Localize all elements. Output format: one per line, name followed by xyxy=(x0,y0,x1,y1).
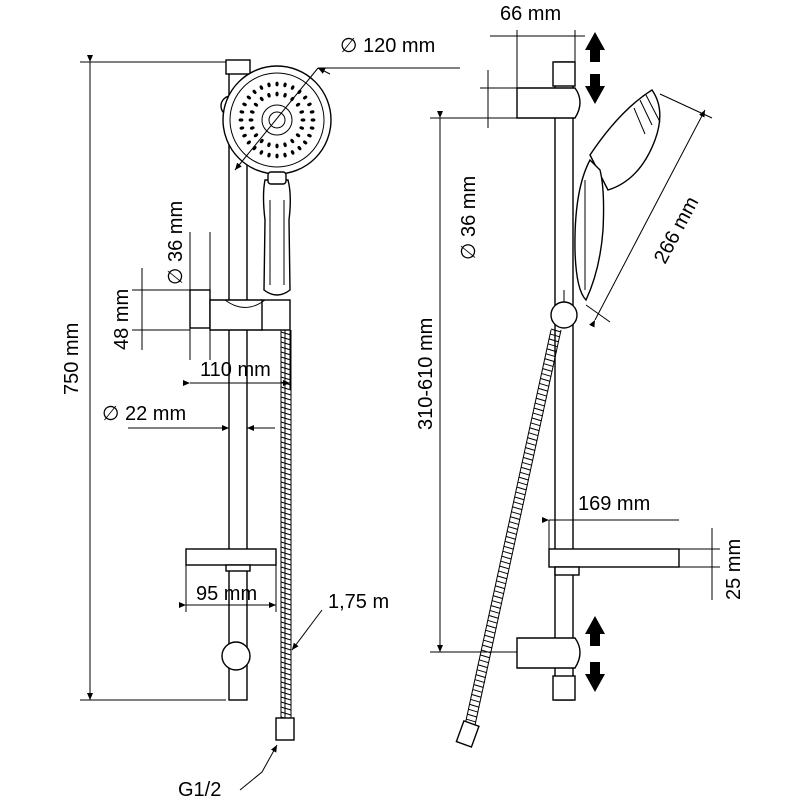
side-hose-connector xyxy=(455,719,480,748)
dim-holder-depth: 110 mm xyxy=(200,359,271,381)
up-arrow-icon xyxy=(585,32,605,62)
front-hose-coils xyxy=(280,330,292,721)
side-bottom-bracket xyxy=(516,637,581,669)
side-top-bracket xyxy=(516,87,581,119)
dim-soap-dish-depth: 95 mm xyxy=(196,583,257,605)
side-shower-head xyxy=(574,89,661,302)
side-bottom-cap xyxy=(552,675,576,701)
up-arrow-icon xyxy=(585,616,605,646)
dim-hose-length: 1,75 m xyxy=(328,591,389,613)
front-hose-connector xyxy=(275,717,295,741)
side-rail xyxy=(554,61,574,701)
dim-top-bracket: 66 mm xyxy=(500,3,561,25)
front-top-bracket xyxy=(225,59,251,75)
front-view: 750 mm ∅ 120 mm ∅ 36 mm 48 mm 110 mm ∅ 2… xyxy=(61,35,460,800)
down-arrow-icon xyxy=(585,74,605,104)
dim-holder-height: 48 mm xyxy=(111,289,133,350)
side-holder-knob xyxy=(550,301,578,329)
dim-connection: G1/2 xyxy=(178,779,221,800)
front-shower-head xyxy=(220,65,332,175)
dim-handle-diameter-front: ∅ 36 mm xyxy=(165,201,187,285)
side-hose-coils xyxy=(464,328,562,728)
dim-soap-dish-width: 169 mm xyxy=(578,493,650,515)
side-soap-dish xyxy=(548,548,680,576)
front-bottom-knob xyxy=(221,641,251,671)
dim-head-length: 266 mm xyxy=(650,193,703,267)
side-top-cap xyxy=(552,61,576,87)
front-handle xyxy=(262,171,291,296)
dim-handle-diameter-side: ∅ 36 mm xyxy=(458,176,480,260)
dim-rail-diameter: ∅ 22 mm xyxy=(102,403,186,425)
dim-750: 750 mm xyxy=(61,323,83,395)
dim-head-diameter: ∅ 120 mm xyxy=(340,35,435,57)
side-view: 66 mm ∅ 36 mm 266 mm 310-610 mm 169 mm 2… xyxy=(415,3,745,748)
down-arrow-icon xyxy=(585,662,605,692)
front-soap-dish xyxy=(185,548,277,572)
dim-soap-dish-height: 25 mm xyxy=(723,539,745,600)
dim-adjust-range: 310-610 mm xyxy=(415,318,437,430)
